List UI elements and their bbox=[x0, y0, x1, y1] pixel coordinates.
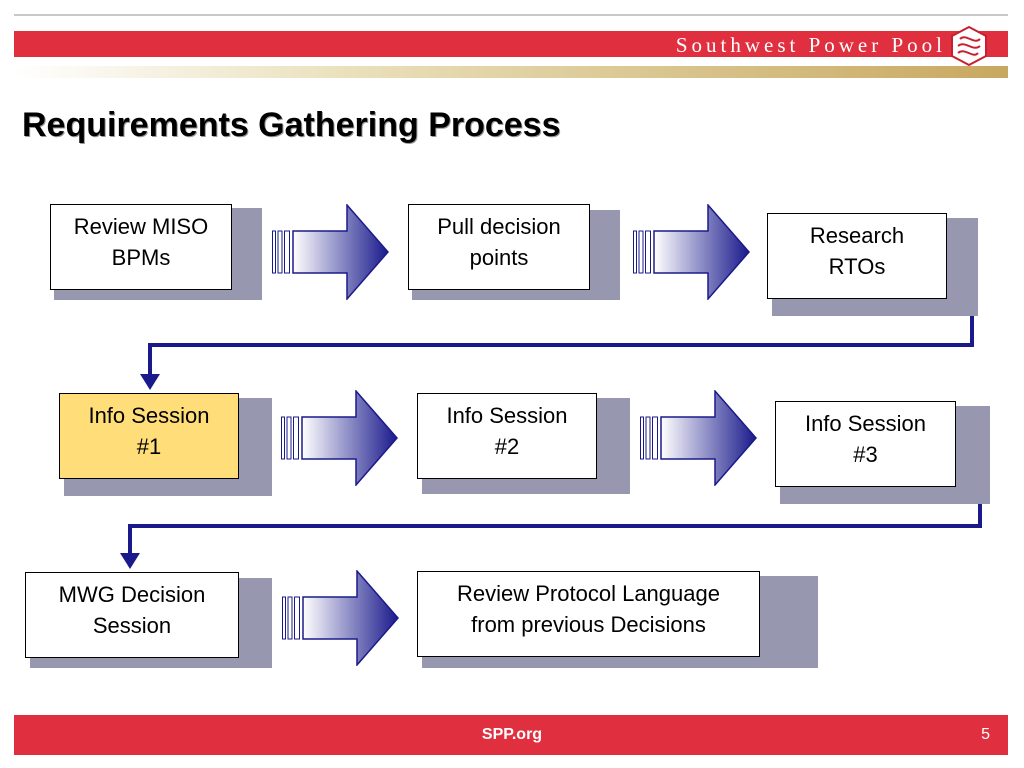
step-line: Research bbox=[809, 223, 905, 248]
connector-arrowhead-2 bbox=[120, 553, 140, 569]
step-line: Pull decision bbox=[437, 214, 561, 239]
page-number: 5 bbox=[981, 726, 990, 743]
step-line: Review MISO bbox=[73, 214, 209, 239]
brand-name: Southwest Power Pool bbox=[675, 33, 946, 57]
step-line: RTOs bbox=[828, 254, 886, 279]
top-divider bbox=[14, 14, 1008, 16]
step-review-protocol-language: Review Protocol Language from previous D… bbox=[417, 571, 760, 657]
step-line: Info Session bbox=[446, 403, 568, 428]
flow-arrow-icon bbox=[633, 204, 750, 300]
step-line: from previous Decisions bbox=[471, 612, 706, 637]
step-line: Info Session bbox=[88, 403, 210, 428]
step-pull-decision-points: Pull decision points bbox=[408, 204, 590, 290]
flow-arrow-icon bbox=[282, 570, 399, 666]
step-research-rtos: Research RTOs bbox=[767, 213, 947, 299]
flow-arrow-icon bbox=[640, 390, 757, 486]
header-band bbox=[14, 31, 1008, 57]
step-line: Review Protocol Language bbox=[457, 581, 720, 606]
footer-band bbox=[14, 715, 1008, 755]
spp-logo-icon bbox=[951, 25, 987, 67]
step-line: #3 bbox=[853, 442, 878, 467]
step-line: BPMs bbox=[111, 245, 171, 270]
step-line: MWG Decision bbox=[58, 582, 206, 607]
flow-arrow-icon bbox=[281, 390, 398, 486]
step-review-miso-bpms: Review MISO BPMs bbox=[50, 204, 232, 290]
gold-band bbox=[14, 66, 1008, 78]
step-line: #1 bbox=[136, 434, 162, 459]
step-info-session-3: Info Session #3 bbox=[775, 401, 956, 487]
flow-arrow-icon bbox=[272, 204, 389, 300]
footer-site: SPP.org bbox=[481, 726, 543, 743]
connector-arrowhead-1 bbox=[140, 374, 160, 390]
slide-title: Requirements Gathering Process bbox=[22, 106, 561, 144]
step-line: Info Session bbox=[804, 411, 927, 436]
step-line: #2 bbox=[494, 434, 520, 459]
step-line: Session bbox=[92, 613, 172, 638]
step-info-session-1: Info Session #1 bbox=[59, 393, 239, 479]
step-line: points bbox=[469, 245, 529, 270]
step-info-session-2: Info Session #2 bbox=[417, 393, 597, 479]
step-mwg-decision-session: MWG Decision Session bbox=[25, 572, 239, 658]
